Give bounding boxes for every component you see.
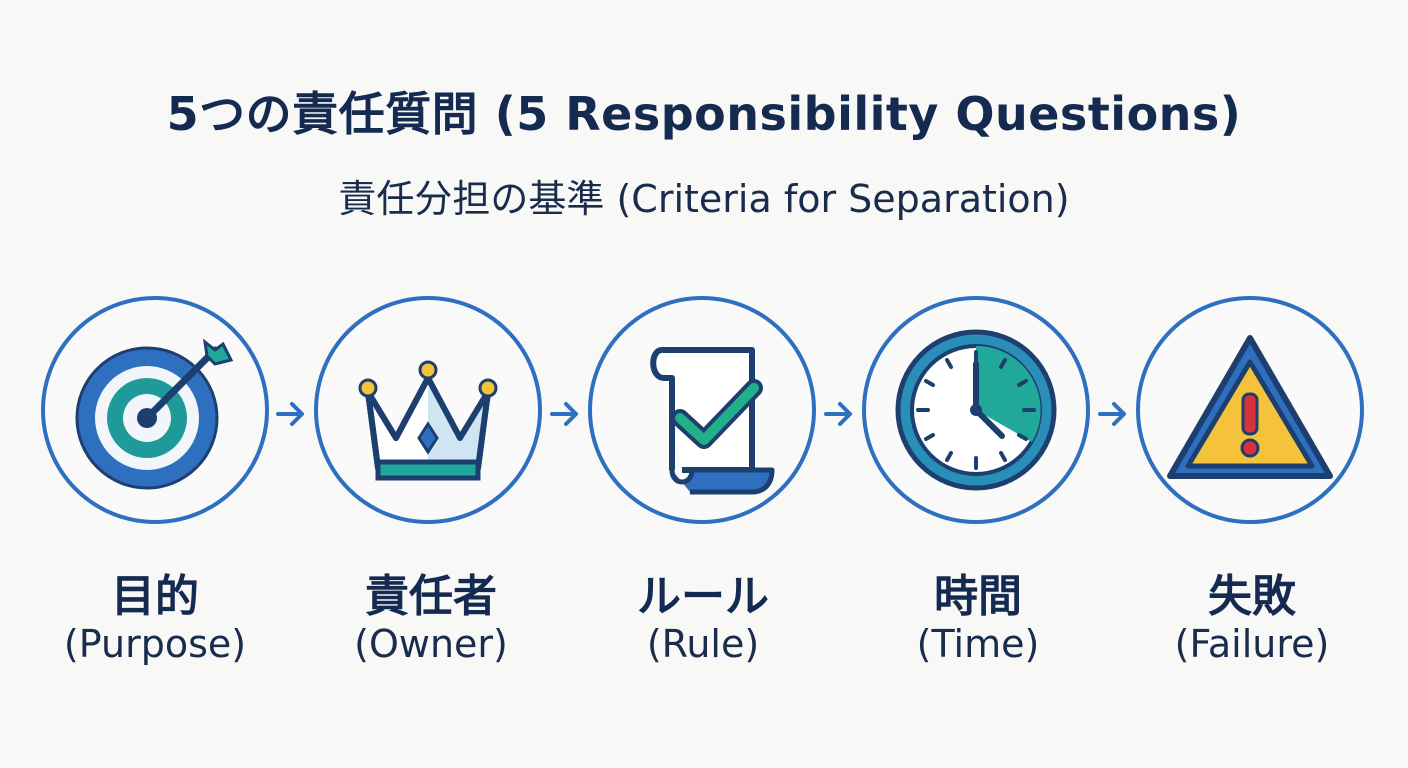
label-rule-en: (Rule)	[646, 622, 760, 666]
step-purpose-circle	[41, 296, 269, 524]
clock-icon	[895, 329, 1057, 491]
arrow-right-icon	[1098, 402, 1126, 426]
page-subtitle: 責任分担の基準 (Criteria for Separation)	[338, 177, 1070, 221]
step-rule-circle	[588, 296, 816, 524]
arrow-right-icon	[276, 402, 304, 426]
label-failure-jp: 失敗	[1208, 571, 1296, 622]
step-owner-circle	[314, 296, 542, 524]
page-title: 5つの責任質問 (5 Responsibility Questions)	[166, 87, 1242, 141]
label-rule-jp: ルール	[637, 571, 769, 622]
label-owner-en: (Owner)	[354, 622, 508, 666]
label-failure-en: (Failure)	[1174, 622, 1330, 666]
warning-icon	[1167, 335, 1333, 479]
crown-icon	[358, 360, 498, 481]
arrow-right-icon	[550, 402, 578, 426]
arrow-right-icon	[824, 402, 852, 426]
checklist-scroll-icon	[650, 347, 775, 495]
step-time-circle	[862, 296, 1090, 524]
label-purpose-jp: 目的	[111, 571, 199, 622]
label-purpose-en: (Purpose)	[63, 622, 247, 666]
label-owner-jp: 責任者	[365, 571, 497, 622]
step-failure-circle	[1136, 296, 1364, 524]
label-time-en: (Time)	[916, 622, 1040, 666]
label-time-jp: 時間	[934, 571, 1022, 622]
target-icon	[75, 338, 234, 490]
